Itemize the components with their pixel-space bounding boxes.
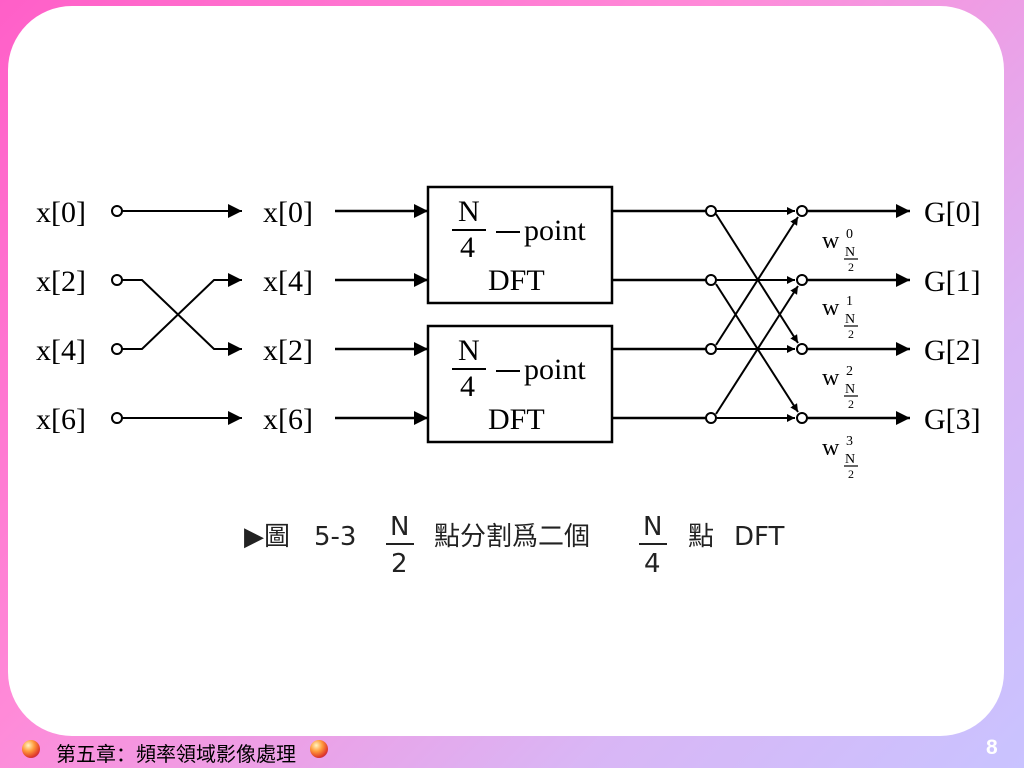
twiddle-sub-den: 2: [848, 467, 854, 481]
block-dft-label: DFT: [488, 403, 545, 436]
caption-marker: ▶圖: [244, 522, 290, 552]
butterfly-nodes-left: [705, 205, 717, 424]
block-denominator: 4: [460, 370, 475, 403]
twiddle-sub: N: [845, 382, 855, 397]
twiddle-base: w: [822, 295, 840, 321]
twiddle-factor: w 3 N 2: [822, 434, 858, 481]
block-numerator: N: [458, 334, 480, 367]
reordered-label: x[4]: [263, 265, 313, 298]
reordered-label: x[0]: [263, 196, 313, 229]
input-label: x[4]: [36, 334, 86, 367]
block-output-wires: [612, 209, 706, 420]
caption-frac2-num: N: [643, 512, 662, 542]
twiddle-sub: N: [845, 452, 855, 467]
twiddle-base: w: [822, 228, 840, 254]
twiddle-sub-den: 2: [848, 397, 854, 411]
caption-frac1-num: N: [390, 512, 409, 542]
bullet-ball-icon: [310, 740, 328, 758]
twiddle-sub-den: 2: [848, 327, 854, 341]
caption-frac2-den: 4: [644, 549, 661, 579]
block-denominator: 4: [460, 231, 475, 264]
twiddle-sup: 3: [846, 434, 853, 449]
twiddle-factor: w 0 N 2: [822, 227, 858, 274]
figure-caption: ▶圖 5-3 N 2 點分割爲二個 N 4 點 DFT: [244, 512, 785, 579]
twiddle-factor: w 2 N 2: [822, 364, 858, 411]
dft-block-bottom: N 4 point DFT: [426, 324, 614, 444]
twiddle-base: w: [822, 435, 840, 461]
block-input-wires: [335, 204, 428, 425]
bullet-ball-icon: [22, 740, 40, 758]
twiddle-base: w: [822, 365, 840, 391]
slide-footer: 第五章：頻率領域影像處理 8: [0, 732, 1024, 768]
twiddle-sub-den: 2: [848, 260, 854, 274]
page-number: 8: [986, 736, 998, 759]
twiddle-sub: N: [845, 245, 855, 260]
caption-text2: 點: [688, 522, 714, 552]
twiddle-sub: N: [845, 312, 855, 327]
input-wires: [122, 204, 242, 425]
input-label: x[2]: [36, 265, 86, 298]
twiddle-sup: 2: [846, 364, 853, 379]
block-suffix: point: [524, 353, 586, 386]
twiddle-factor: w 1 N 2: [822, 294, 858, 341]
caption-frac1-den: 2: [391, 549, 408, 579]
butterfly-nodes-right: [796, 205, 808, 424]
output-label: G[3]: [924, 403, 981, 436]
output-wires: [807, 204, 910, 425]
output-label: G[2]: [924, 334, 981, 367]
caption-number: 5-3: [314, 522, 356, 552]
twiddle-sup: 1: [846, 294, 853, 309]
output-label: G[1]: [924, 265, 981, 298]
reordered-label: x[6]: [263, 403, 313, 436]
caption-text3: DFT: [734, 522, 785, 552]
butterfly-wires: [715, 207, 799, 422]
input-label: x[0]: [36, 196, 86, 229]
output-label: G[0]: [924, 196, 981, 229]
block-numerator: N: [458, 195, 480, 228]
caption-text1: 點分割爲二個: [434, 522, 590, 552]
block-dft-label: DFT: [488, 264, 545, 297]
block-suffix: point: [524, 214, 586, 247]
dft-block-top: N 4 point DFT: [426, 185, 614, 305]
input-nodes: [111, 205, 123, 424]
reordered-label: x[2]: [263, 334, 313, 367]
input-label: x[6]: [36, 403, 86, 436]
twiddle-sup: 0: [846, 227, 853, 242]
footer-title: 第五章：頻率領域影像處理: [56, 742, 296, 766]
